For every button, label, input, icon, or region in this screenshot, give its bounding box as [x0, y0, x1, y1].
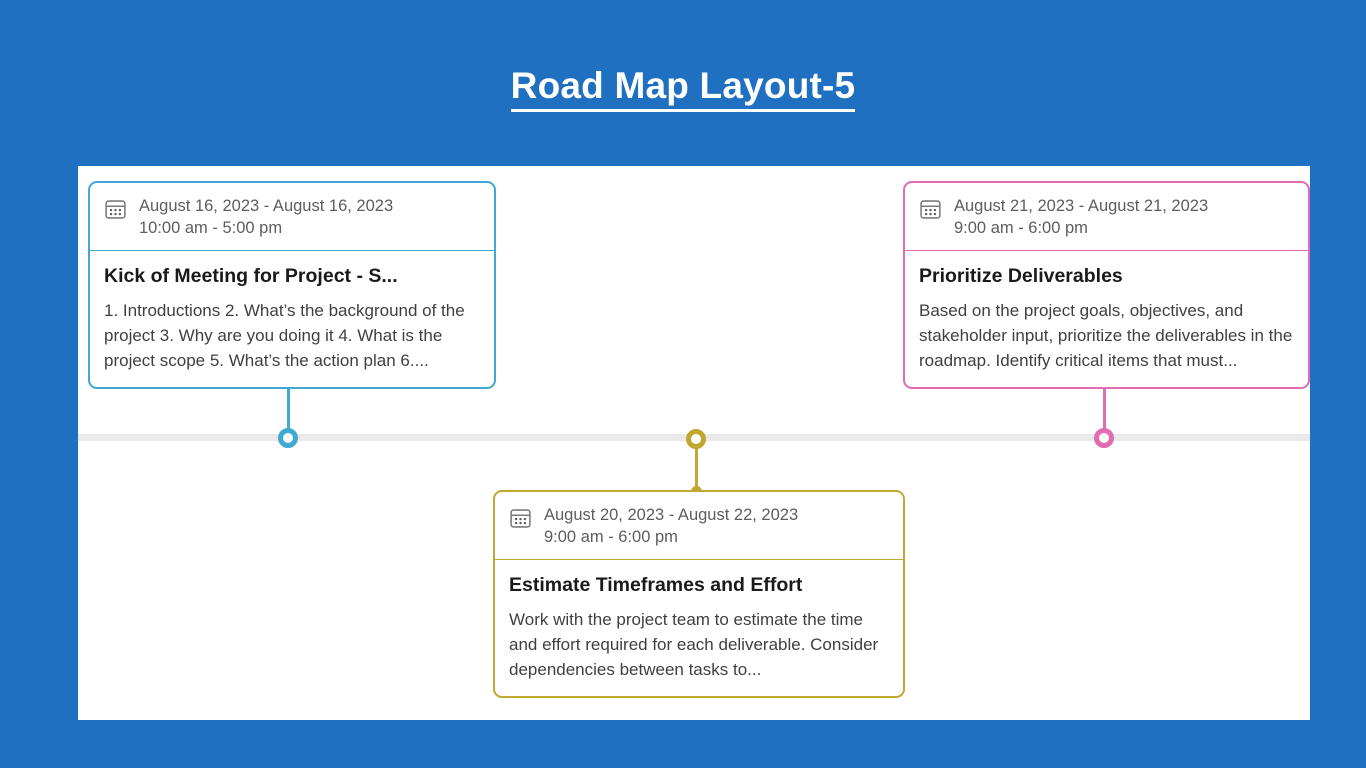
- calendar-icon: [104, 198, 127, 226]
- timeline-card-2[interactable]: August 20, 2023 - August 22, 2023 9:00 a…: [493, 490, 905, 698]
- card-3-description: Based on the project goals, objectives, …: [919, 301, 1293, 370]
- timeline-marker-3[interactable]: [1094, 428, 1114, 448]
- timeline-marker-1[interactable]: [278, 428, 298, 448]
- card-3-time-range: 9:00 am - 6:00 pm: [954, 219, 1088, 237]
- roadmap-canvas: August 16, 2023 - August 16, 2023 10:00 …: [78, 166, 1310, 720]
- card-3-dates: August 21, 2023 - August 21, 2023 9:00 a…: [954, 195, 1208, 239]
- card-1-date-range: August 16, 2023 - August 16, 2023: [139, 197, 394, 215]
- card-1-divider: [90, 250, 494, 251]
- card-1-title: Kick of Meeting for Project - S...: [104, 265, 398, 287]
- card-1-header: August 16, 2023 - August 16, 2023 10:00 …: [90, 183, 494, 250]
- calendar-icon: [919, 198, 942, 226]
- card-3-date-range: August 21, 2023 - August 21, 2023: [954, 197, 1209, 215]
- card-2-dates: August 20, 2023 - August 22, 2023 9:00 a…: [544, 504, 798, 548]
- connector-stem-3: [1103, 383, 1106, 430]
- card-1-time-range: 10:00 am - 5:00 pm: [139, 219, 283, 237]
- card-2-body: Estimate Timeframes and Effort Work with…: [495, 560, 903, 696]
- card-2-divider: [495, 559, 903, 560]
- card-2-description: Work with the project team to estimate t…: [509, 610, 879, 679]
- page-title: Road Map Layout-5: [0, 64, 1366, 112]
- timeline-card-1[interactable]: August 16, 2023 - August 16, 2023 10:00 …: [88, 181, 496, 389]
- card-2-date-range: August 20, 2023 - August 22, 2023: [544, 506, 799, 524]
- card-1-dates: August 16, 2023 - August 16, 2023 10:00 …: [139, 195, 393, 239]
- timeline-card-3[interactable]: August 21, 2023 - August 21, 2023 9:00 a…: [903, 181, 1310, 389]
- connector-stem-1: [287, 383, 290, 430]
- calendar-icon: [509, 507, 532, 535]
- page-title-text: Road Map Layout-5: [510, 65, 856, 112]
- card-3-title: Prioritize Deliverables: [919, 265, 1123, 287]
- card-1-description: 1. Introductions 2. What’s the backgroun…: [104, 301, 465, 370]
- card-2-time-range: 9:00 am - 6:00 pm: [544, 528, 678, 546]
- card-2-header: August 20, 2023 - August 22, 2023 9:00 a…: [495, 492, 903, 559]
- card-3-header: August 21, 2023 - August 21, 2023 9:00 a…: [905, 183, 1308, 250]
- card-3-divider: [905, 250, 1308, 251]
- card-1-body: Kick of Meeting for Project - S... 1. In…: [90, 251, 494, 387]
- card-2-title: Estimate Timeframes and Effort: [509, 574, 803, 596]
- card-3-body: Prioritize Deliverables Based on the pro…: [905, 251, 1308, 387]
- connector-stem-2: [695, 446, 698, 493]
